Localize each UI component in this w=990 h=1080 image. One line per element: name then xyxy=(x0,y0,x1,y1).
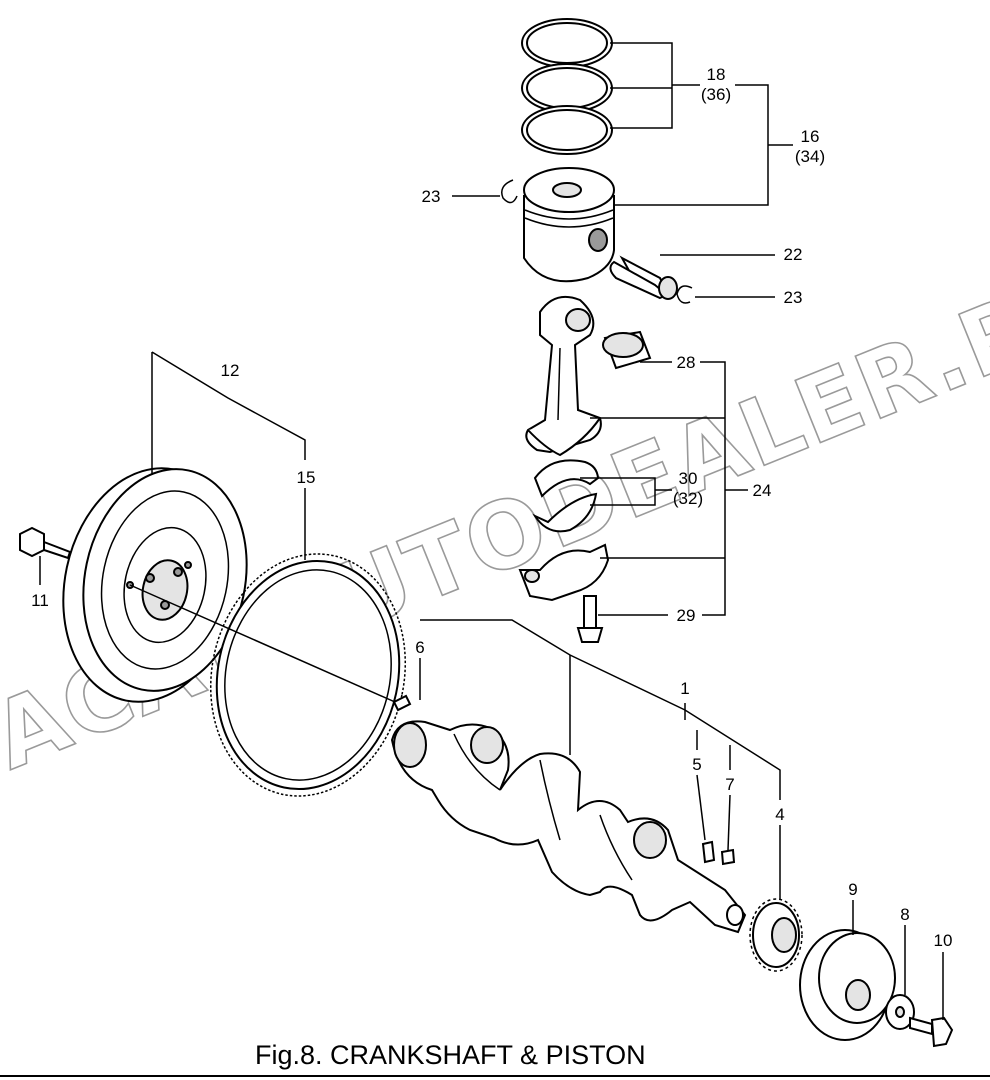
callout-5: 5 xyxy=(692,755,701,774)
crankshaft-pulley xyxy=(799,929,896,1041)
callout-30-alt: (32) xyxy=(673,489,703,508)
piston-pin xyxy=(609,255,678,300)
snap-ring-left xyxy=(501,179,518,204)
callout-16-alt: (34) xyxy=(795,147,825,166)
pulley-washer xyxy=(885,994,915,1030)
figure-caption: Fig.8. CRANKSHAFT & PISTON xyxy=(255,1040,646,1070)
callout-labels: 18 (36) 16 (34) 23 22 23 28 12 15 30 (32… xyxy=(31,65,952,950)
snap-ring-right xyxy=(676,285,693,304)
rod-cap xyxy=(518,543,610,602)
callout-22: 22 xyxy=(784,245,803,264)
piston-rings xyxy=(521,18,613,155)
callout-18-alt: (36) xyxy=(701,85,731,104)
callout-23-left: 23 xyxy=(422,187,441,206)
callout-12: 12 xyxy=(221,361,240,380)
rod-bolt xyxy=(576,595,604,643)
callout-30: 30 xyxy=(679,469,698,488)
connecting-rod xyxy=(525,296,602,457)
callout-28: 28 xyxy=(677,353,696,372)
crankshaft-key-7 xyxy=(720,848,736,866)
pulley-bolt xyxy=(909,1016,954,1048)
bearing-shell-lower xyxy=(532,492,598,533)
bearing-shell-upper xyxy=(533,459,600,498)
callout-24: 24 xyxy=(753,481,772,500)
callout-10: 10 xyxy=(934,931,953,950)
callout-15: 15 xyxy=(297,468,316,487)
dowel-pin xyxy=(392,694,412,712)
callout-8: 8 xyxy=(900,905,909,924)
crankshaft-gear xyxy=(749,898,803,972)
callout-18: 18 xyxy=(707,65,726,84)
leader-lines xyxy=(39,42,944,1020)
piston xyxy=(523,167,615,283)
callout-11: 11 xyxy=(31,591,49,610)
ring-gear xyxy=(209,553,407,797)
callout-4: 4 xyxy=(775,805,784,824)
callout-16: 16 xyxy=(801,127,820,146)
callout-7: 7 xyxy=(725,775,734,794)
callout-29: 29 xyxy=(677,606,696,625)
flywheel-bolt xyxy=(19,526,72,560)
callout-23-right: 23 xyxy=(784,288,803,307)
callout-9: 9 xyxy=(848,880,857,899)
small-end-bushing xyxy=(602,330,652,370)
crankshaft xyxy=(390,720,747,934)
callout-1: 1 xyxy=(680,679,689,698)
crankshaft-key-5 xyxy=(701,840,716,864)
callout-6: 6 xyxy=(415,638,424,657)
